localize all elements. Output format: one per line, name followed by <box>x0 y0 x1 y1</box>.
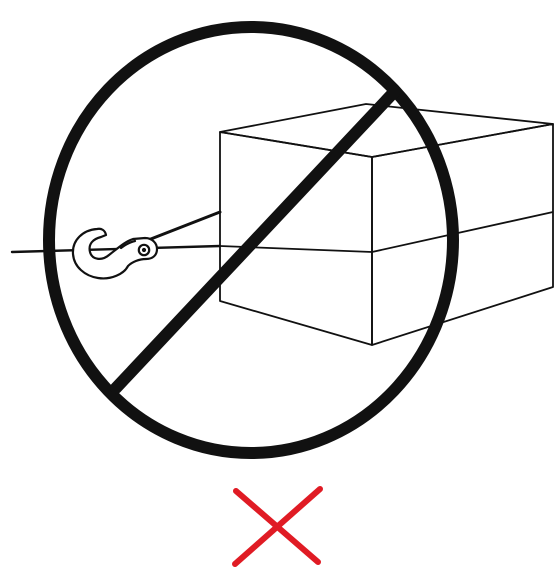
no-symbol-icon <box>49 27 453 453</box>
prohibition-slash <box>116 91 395 388</box>
box-front-face <box>220 132 372 345</box>
red-x-icon <box>235 489 320 564</box>
box-strap-side <box>372 212 553 252</box>
box-top-face <box>220 104 553 157</box>
box-side-face <box>372 124 553 345</box>
hook-eye-hole <box>142 248 146 252</box>
hook-icon <box>73 229 157 279</box>
